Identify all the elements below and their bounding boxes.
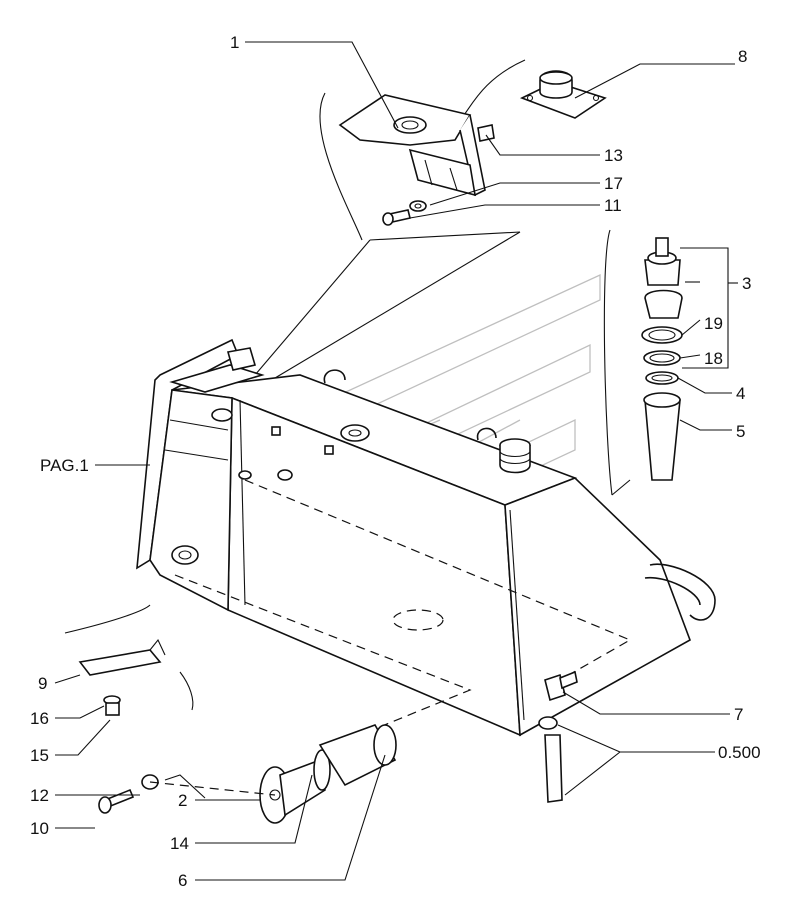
callout-labels: 1 8 13 17 11 3 19 18 4 5 PAG.1 9 16 15 1… (30, 33, 761, 890)
callout-5: 5 (736, 422, 745, 441)
callout-4: 4 (736, 384, 745, 403)
outline-arcs (64, 59, 631, 711)
fuel-tank (136, 338, 716, 737)
callout-3: 3 (742, 274, 751, 293)
leader-lines (54, 41, 738, 881)
callout-6: 6 (178, 871, 187, 890)
callout-18: 18 (704, 349, 723, 368)
callout-1: 1 (230, 33, 239, 52)
drain-fittings (538, 670, 578, 803)
callout-0500: 0.500 (718, 743, 761, 762)
callout-12: 12 (30, 786, 49, 805)
callout-11: 11 (604, 196, 622, 215)
callout-14: 14 (170, 834, 189, 853)
callout-2: 2 (178, 791, 187, 810)
callout-9: 9 (38, 674, 47, 693)
small-parts-top (382, 124, 495, 226)
callout-13: 13 (604, 146, 623, 165)
callout-7: 7 (734, 705, 743, 724)
callout-17: 17 (604, 174, 623, 193)
callout-15: 15 (30, 746, 49, 765)
callout-19: 19 (704, 314, 723, 333)
callout-10: 10 (30, 819, 49, 838)
bracket-part-9 (78, 638, 166, 814)
callout-pag1: PAG.1 (40, 456, 89, 475)
bracket-part-1 (338, 94, 486, 197)
cap-part-8 (519, 70, 607, 119)
filler-hose-assembly (149, 724, 397, 824)
callout-8: 8 (738, 47, 747, 66)
filler-neck (499, 438, 531, 474)
callout-16: 16 (30, 709, 49, 728)
filler-cap-assembly (641, 237, 683, 481)
